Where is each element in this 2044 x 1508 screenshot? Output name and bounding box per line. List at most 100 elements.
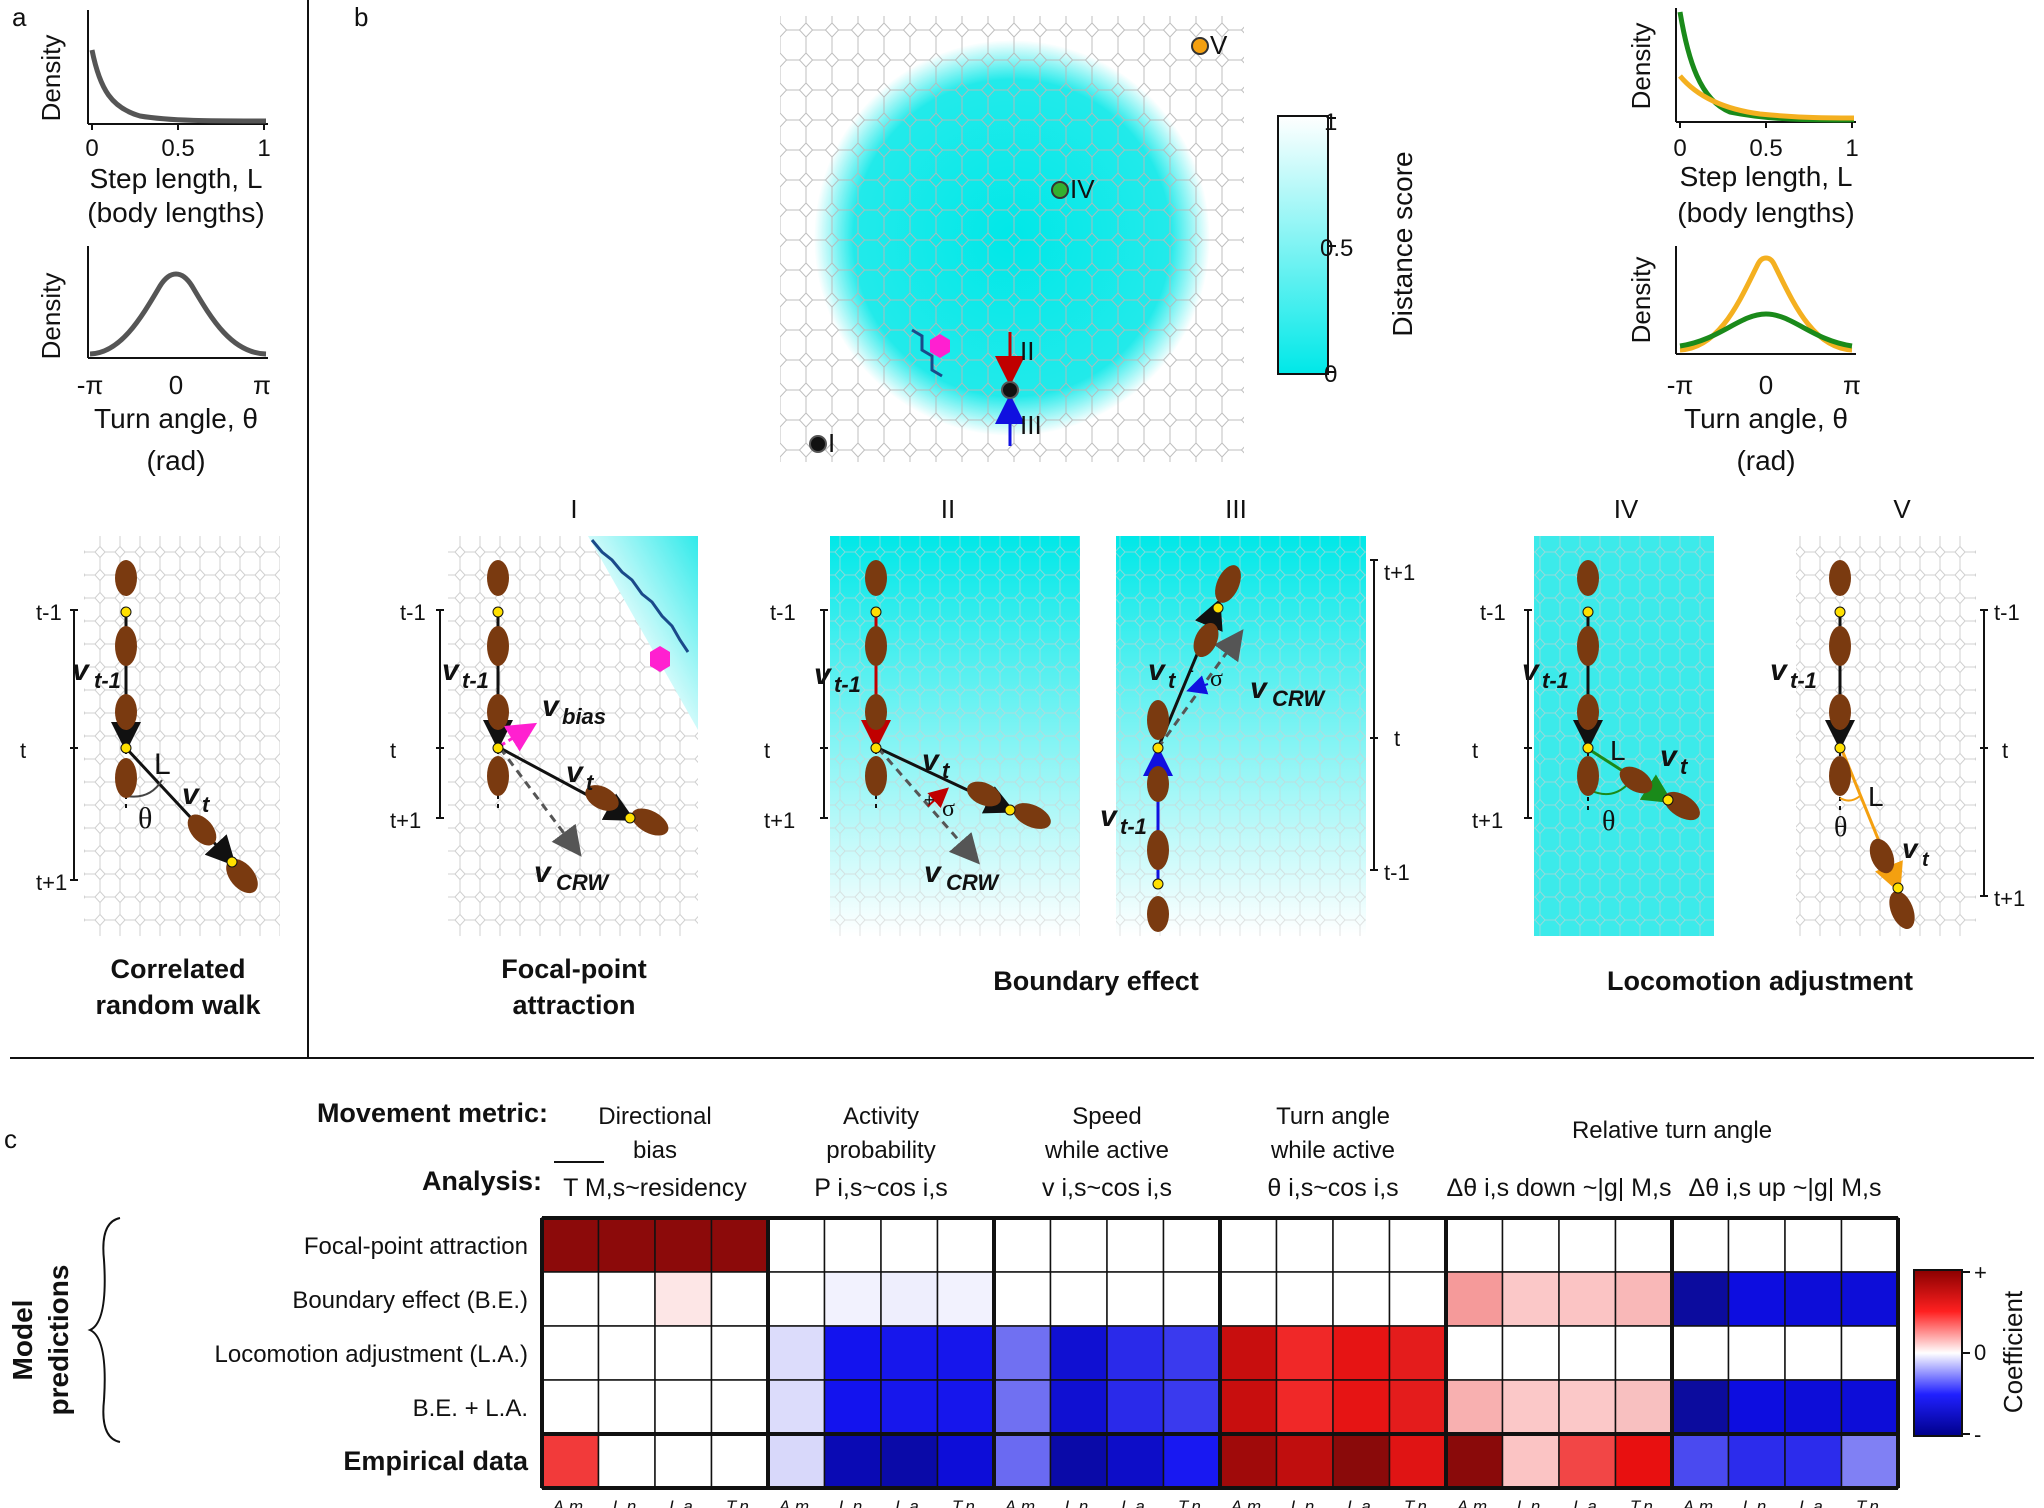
species-label: L.n. (1065, 1497, 1093, 1508)
vector-label: v (922, 744, 941, 777)
turn-angle-plot-a: Density -π 0 π Turn angle, θ (rad) (36, 246, 271, 476)
heatmap-cell (1388, 1325, 1447, 1381)
ant-icon (487, 694, 509, 730)
heatmap-cell (1332, 1379, 1391, 1435)
heatmap-cell (1219, 1217, 1278, 1273)
heatmap-cell (1445, 1325, 1504, 1381)
heatmap-cell (597, 1325, 656, 1381)
step-length-plot-a: Density 0 0.5 1 Step length, L (body len… (36, 10, 271, 228)
heatmap-cell (823, 1271, 882, 1327)
heatmap-cell (1501, 1325, 1560, 1381)
heatmap-cell (1162, 1217, 1221, 1273)
ant-icon (115, 560, 137, 596)
heatmap-cell (1445, 1271, 1504, 1327)
vector-label: v (1250, 672, 1269, 705)
time-label: t-1 (1384, 860, 1410, 885)
point-label: II (1020, 336, 1034, 366)
ant-icon (585, 785, 619, 811)
time-label: t (20, 738, 26, 763)
scenario-title: Boundary effect (993, 966, 1199, 996)
heatmap-cell (1558, 1217, 1617, 1273)
heatmap-cell (880, 1325, 939, 1381)
species-label: L.n. (1291, 1497, 1319, 1508)
time-label: t (1472, 738, 1478, 763)
heatmap-cell (1558, 1325, 1617, 1381)
point-label: V (1210, 30, 1228, 60)
scenario-numeral: V (1893, 494, 1911, 524)
ant-icon (187, 814, 217, 846)
heatmap-cell (1049, 1325, 1108, 1381)
vector-label: v (1100, 800, 1119, 833)
heatmap-cell (1614, 1217, 1673, 1273)
point-marker-iv (1051, 181, 1069, 199)
heatmap-cell (1614, 1433, 1673, 1489)
heatmap-cell (1501, 1433, 1560, 1489)
species-label: A.m. (1456, 1497, 1492, 1508)
group-header: Δθ i,s down ~|g| M,s (1447, 1174, 1672, 1202)
heatmap-cell (1671, 1379, 1730, 1435)
model-label: Model (7, 1300, 38, 1381)
scenario-la: IV V t-1 t t+1 v t-1 L θ v t t-1 (1472, 494, 2025, 996)
step-axis-label: Step length, L (90, 163, 263, 194)
vector-subscript: t-1 (834, 672, 861, 697)
metric-row-label: Movement metric: (317, 1098, 548, 1128)
ant-icon (487, 560, 509, 596)
heatmap-cell (993, 1433, 1052, 1489)
angle-symbol: θ (138, 802, 152, 835)
step-symbol: L (154, 748, 171, 781)
heatmap-cell (1162, 1271, 1221, 1327)
heatmap-cell (597, 1217, 656, 1273)
metrics-table: Movement metric: Analysis: Directionalbi… (7, 1098, 1900, 1508)
heatmap-cell (1784, 1217, 1843, 1273)
heatmap-cell (541, 1433, 600, 1489)
heatmap-cell (654, 1271, 713, 1327)
species-label: T.n. (1856, 1497, 1884, 1508)
turn-angle-plot-b: Density -π 0 π Turn angle, θ (rad) (1626, 246, 1861, 476)
species-label: L.a. (1799, 1497, 1827, 1508)
scenario-crw: t-1 t t+1 v t-1 v t L θ Correlated rando… (20, 536, 280, 1020)
vector-subscript: CRW (556, 870, 610, 895)
heatmap-cell (1840, 1325, 1899, 1381)
group-header: Relative turn angle (1572, 1117, 1772, 1144)
scenario-title: Focal-point (501, 954, 646, 984)
tick-label: 0 (1759, 370, 1773, 400)
heatmap-cell (1784, 1433, 1843, 1489)
angle-symbol: θ (1602, 806, 1615, 837)
time-label: t-1 (770, 600, 796, 625)
vector-subscript: t-1 (1790, 668, 1817, 693)
heatmap-cell (1671, 1433, 1730, 1489)
vector-subscript: t (942, 758, 951, 783)
turn-axis-unit: (rad) (146, 445, 205, 476)
ant-icon (487, 756, 509, 796)
heatmap-cell (1332, 1433, 1391, 1489)
time-label: t+1 (36, 870, 67, 895)
vector-label: v (924, 856, 943, 889)
vector-label: v (534, 856, 553, 889)
colorbar-tick: 1 (1324, 109, 1337, 136)
heatmap-cell (1049, 1433, 1108, 1489)
heatmap-cell (1275, 1217, 1334, 1273)
heatmap-cell (993, 1325, 1052, 1381)
ant-icon (1829, 626, 1851, 666)
vector-subscript: t (586, 770, 595, 795)
group-header: probability (826, 1137, 935, 1164)
ant-icon (1147, 896, 1169, 932)
ant-icon (487, 626, 509, 666)
heatmap-cell (1671, 1217, 1730, 1273)
point-label: III (1020, 410, 1042, 440)
distance-score-map: I II III IV V (780, 16, 1244, 462)
tick-label: 1 (1845, 135, 1858, 162)
species-label: T.n. (1178, 1497, 1206, 1508)
vector-subscript: CRW (1272, 686, 1326, 711)
vector-subscript: t (1922, 849, 1930, 871)
group-header: θ i,s~cos i,s (1267, 1174, 1398, 1202)
time-label: t (764, 738, 770, 763)
ant-icon (865, 756, 887, 796)
ant-icon (115, 694, 137, 730)
species-label: L.a. (1573, 1497, 1601, 1508)
focal-hex-marker (930, 334, 950, 358)
species-label: L.n. (1743, 1497, 1771, 1508)
heatmap-cell (541, 1271, 600, 1327)
vector-label: v (566, 756, 585, 789)
ant-icon (115, 626, 137, 666)
